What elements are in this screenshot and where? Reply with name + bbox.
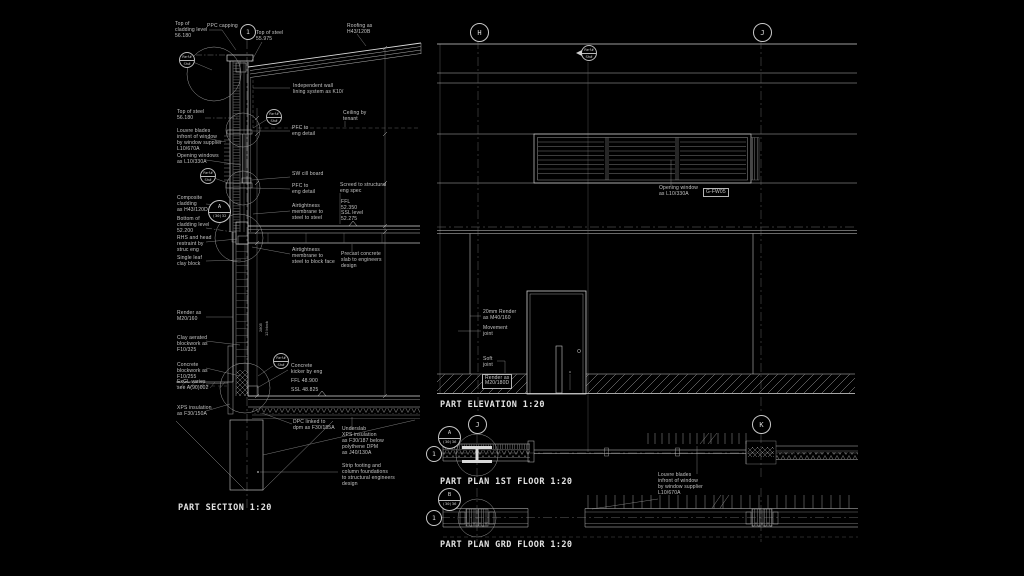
- title-plan-1st: PART PLAN 1ST FLOOR 1:20: [440, 477, 573, 487]
- label-ceiling-by-tenant: Ceiling by tenant: [343, 110, 367, 122]
- plan-grd-linework: [441, 488, 858, 542]
- grid-marker-label: 1: [432, 514, 436, 522]
- label-bottom-cladding: Bottom of cladding level 52.200: [177, 216, 210, 234]
- label-single-leaf: Single leaf clay block: [177, 255, 202, 267]
- ref-bubble-head: Ref#Sh#: [266, 109, 282, 125]
- detail-letter: A: [447, 430, 452, 437]
- grid-marker-plan1-1: 1: [426, 446, 442, 462]
- grid-marker-j: J: [753, 23, 772, 42]
- sheet-label: Sh#: [267, 116, 281, 124]
- label-20mm-render: 20mm Render as M40/160: [483, 309, 517, 321]
- label-xps: XPS insulation as F30/150A: [177, 405, 212, 417]
- grid-marker-label: J: [760, 28, 765, 37]
- grid-marker-plangrd-1: 1: [426, 510, 442, 526]
- label-ppc-capping: PPC capping: [207, 23, 238, 29]
- part-section-linework: [175, 40, 422, 508]
- title-part-elevation: PART ELEVATION 1:20: [440, 400, 545, 410]
- label-independent-wall: Independent wall lining system as K10/: [293, 83, 344, 95]
- ref-label: Ref#: [276, 354, 286, 360]
- label-roofing: Roofing as H43/120B: [347, 23, 373, 35]
- ref-label: Ref#: [203, 169, 213, 175]
- label-sw-cill: SW cill board: [292, 171, 324, 177]
- grid-marker-plan1-j: J: [468, 415, 487, 434]
- grid-marker-label: H: [477, 28, 482, 37]
- label-top-of-cladding: Top of cladding level 56.180: [175, 21, 208, 39]
- ref-label: Ref#: [269, 110, 279, 116]
- plan-1st-linework: [441, 432, 858, 478]
- label-underslab: Underslab XPS insulation as F30/187 belo…: [342, 426, 384, 456]
- detail-marker-section-a: A(30)32: [208, 200, 231, 223]
- ref-bubble-cill: Ref#Sh#: [200, 168, 216, 184]
- title-plan-grd: PART PLAN GRD FLOOR 1:20: [440, 540, 573, 550]
- label-clay-aerated: Clay aerated blockwork as F10/325: [177, 335, 208, 353]
- label-opening-windows: Opening windows as L10/330A: [177, 153, 219, 165]
- sheet-label: Sh#: [582, 52, 596, 60]
- grid-marker-label: 1: [246, 28, 250, 36]
- ref-label: Ref#: [584, 46, 594, 52]
- grid-marker-section-1: 1: [240, 24, 256, 40]
- grid-marker-label: 1: [432, 450, 436, 458]
- label-pfc-2: PFC to eng detail: [292, 183, 316, 195]
- dim-text-block-height: 2805: [258, 322, 263, 332]
- title-part-section: PART SECTION 1:20: [178, 503, 272, 513]
- label-pfc-1: PFC to eng detail: [292, 125, 316, 137]
- label-precast: Precast concrete slab to engineers desig…: [341, 251, 382, 269]
- label-strip-footing: Strip footing and column foundations to …: [342, 463, 395, 487]
- label-airtight-block: Airtightness membrane to steel to block …: [292, 247, 335, 265]
- grid-marker-label: K: [759, 420, 764, 429]
- label-screed: Screed to structural eng spec: [340, 182, 387, 194]
- label-rhs-head: RHS and head restraint by struc eng: [177, 235, 212, 253]
- dim-text-block-courses: 12 block: [264, 321, 269, 336]
- detail-marker-plan1-a: A(30)36: [438, 426, 461, 449]
- grid-marker-label: J: [475, 420, 480, 429]
- label-dpc: DPC linked to dpm as F30/185A: [293, 419, 335, 431]
- detail-marker-plangrd-b: B(30)36: [438, 488, 461, 511]
- detail-sheet: (30)32: [209, 211, 230, 219]
- label-ffl-52: FFL 52.350: [341, 199, 358, 211]
- label-composite-cladding: Composite cladding as H43/120D: [177, 195, 208, 213]
- part-elevation-linework: [437, 40, 857, 452]
- ref-label: Ref#: [182, 53, 192, 59]
- label-plan-louvre-blades: Louvre blades infront of window by windo…: [658, 472, 703, 496]
- label-ssl-52: SSL level 52.275: [341, 210, 364, 222]
- label-g-fw05: G-FW05: [703, 188, 729, 197]
- label-soft-joint: Soft joint: [483, 356, 493, 368]
- label-ssl-48: SSL 48.825: [291, 387, 319, 393]
- label-render-box: Render as M20/180D: [482, 374, 513, 389]
- label-movement-joint: Movement joint: [483, 325, 508, 337]
- detail-sheet: (30)36: [439, 499, 460, 507]
- label-concrete-blockwork: Concrete blockwork as F10/255: [177, 362, 208, 380]
- ref-bubble-parapet: Ref#Sh#: [179, 52, 195, 68]
- label-airtight-steel: Airtightness membrane to steel to steel: [292, 203, 324, 221]
- detail-sheet: (30)36: [439, 437, 460, 445]
- sheet-label: Sh#: [201, 175, 215, 183]
- sheet-label: Sh#: [180, 59, 194, 67]
- label-render: Render as M20/160: [177, 310, 202, 322]
- label-opening-window: Opening window as L10/330A: [659, 185, 699, 197]
- detail-letter: B: [447, 492, 452, 499]
- label-top-of-steel-high: Top of steel 55.975: [256, 30, 284, 42]
- ref-bubble-elevation: Ref#Sh#: [576, 45, 597, 61]
- detail-letter: A: [217, 204, 222, 211]
- label-concrete-kicker: Concrete kicker by eng: [291, 363, 323, 375]
- grid-marker-plan1-k: K: [752, 415, 771, 434]
- sheet-label: Sh#: [274, 360, 288, 368]
- part-section-leaders: [192, 29, 367, 473]
- label-louvre-blades: Louvre blades infront of window by windo…: [177, 128, 222, 152]
- label-top-of-steel-low: Top of steel 56.180: [177, 109, 205, 121]
- label-ffl-48: FFL 48.900: [291, 378, 318, 384]
- ref-bubble-base: Ref#Sh#: [273, 353, 289, 369]
- label-exgl: ExGL varies see A(90)002: [177, 379, 209, 391]
- grid-marker-h: H: [470, 23, 489, 42]
